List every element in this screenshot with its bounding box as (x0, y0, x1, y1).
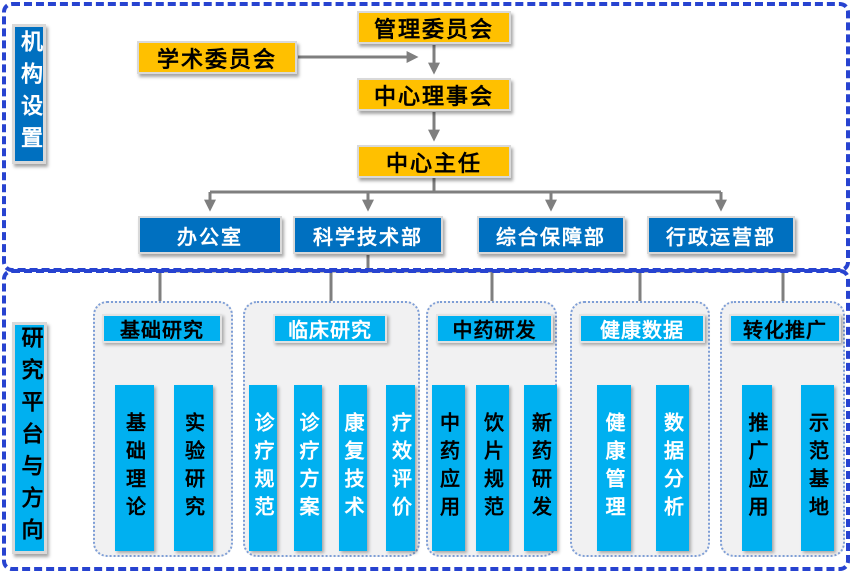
column-box: 康复技术 (339, 385, 367, 551)
column-box: 新药研发 (524, 385, 557, 551)
column-box: 中药应用 (432, 385, 465, 551)
column-box: 饮片规范 (476, 385, 509, 551)
group-health-data: 健康数据 健康管理 数据分析 (570, 301, 710, 557)
section-label-research-platforms: 研究平台与方向 (12, 322, 47, 554)
column-box: 数据分析 (656, 385, 689, 551)
department-scitech-box: 科学技术部 (293, 216, 443, 254)
column-box: 健康管理 (597, 385, 631, 551)
group-translation-promotion: 转化推广 推广应用 示范基地 (720, 301, 845, 557)
column-box: 实验研究 (174, 385, 213, 551)
group-translation-promotion-title: 转化推广 (729, 314, 841, 343)
group-basic-research: 基础研究 基础理论 实验研究 (93, 301, 233, 557)
column-box: 推广应用 (742, 385, 772, 551)
group-tcm-rd: 中药研发 中药应用 饮片规范 新药研发 (426, 301, 557, 557)
department-support-box: 综合保障部 (477, 216, 625, 254)
section-label-organization-text: 机构设置 (17, 30, 42, 158)
department-office-box: 办公室 (138, 216, 282, 254)
department-operations-box: 行政运营部 (647, 216, 795, 254)
group-basic-research-title: 基础研究 (102, 314, 222, 343)
group-clinical-research-title: 临床研究 (273, 314, 387, 343)
section-label-organization: 机构设置 (12, 24, 46, 164)
group-health-data-title: 健康数据 (579, 314, 705, 343)
column-box: 诊疗方案 (294, 385, 322, 551)
section-label-research-platforms-text: 研究平台与方向 (17, 326, 43, 550)
column-box: 疗效评价 (386, 385, 415, 551)
center-director-box: 中心主任 (357, 145, 511, 178)
academic-committee-box: 学术委员会 (137, 41, 297, 74)
group-tcm-rd-title: 中药研发 (436, 314, 553, 343)
center-council-box: 中心理事会 (357, 78, 511, 111)
group-clinical-research: 临床研究 诊疗规范 诊疗方案 康复技术 疗效评价 (243, 301, 420, 557)
column-box: 诊疗规范 (249, 385, 277, 551)
column-box: 示范基地 (801, 385, 834, 551)
column-box: 基础理论 (115, 385, 154, 551)
management-committee-box: 管理委员会 (357, 11, 511, 44)
